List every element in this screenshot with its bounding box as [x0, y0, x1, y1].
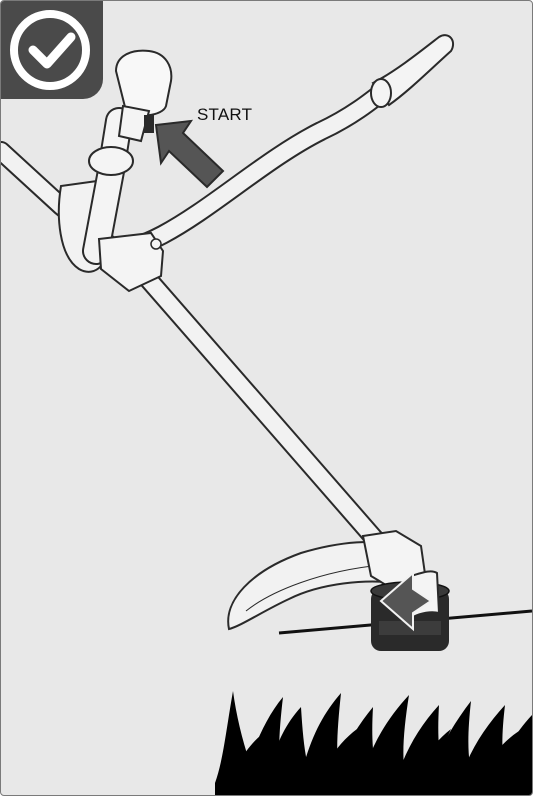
start-trigger [144, 115, 154, 133]
trigger-arrow-icon [156, 121, 223, 187]
checkmark-circle-icon [1, 1, 103, 99]
checkmark-badge [1, 1, 103, 99]
handle-grip [371, 35, 453, 107]
start-label: START [197, 105, 252, 125]
grass [215, 691, 532, 795]
